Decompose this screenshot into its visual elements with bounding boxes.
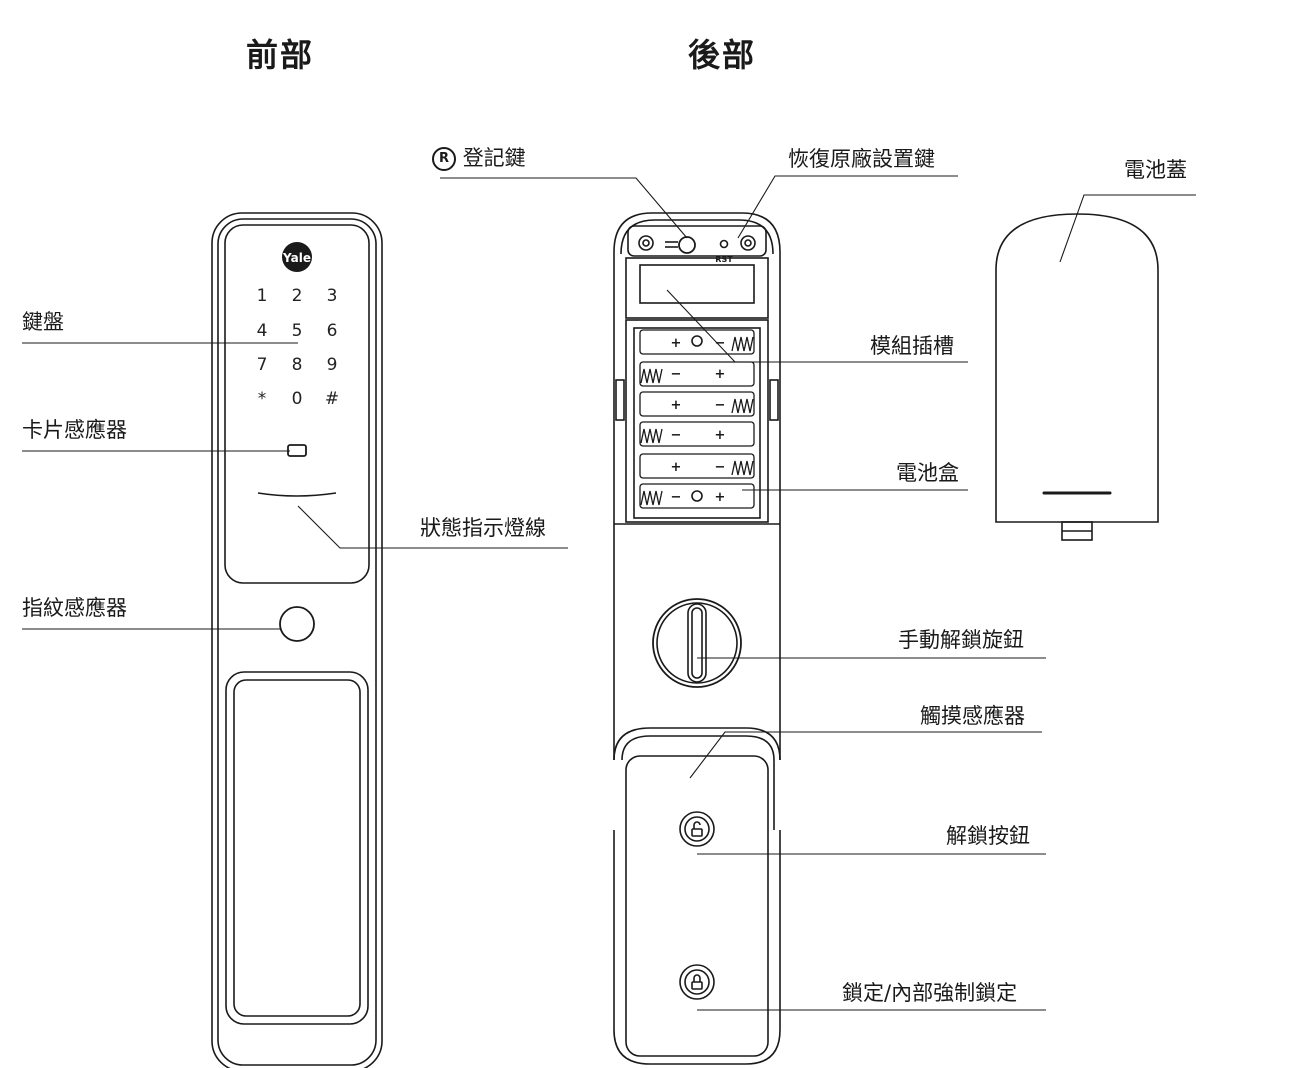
battery-polarity-mark: − — [715, 336, 726, 351]
keypad-key: 9 — [327, 355, 338, 375]
back-panel — [613, 212, 781, 1065]
keypad-key: 5 — [292, 321, 303, 341]
battery-cover-drawing — [995, 213, 1159, 541]
battery-polarity-mark: + — [715, 428, 726, 443]
keypad-key: 6 — [327, 321, 338, 341]
keypad: 1 2 3 4 5 6 7 8 9 * 0 # — [257, 286, 340, 409]
keypad-key: 7 — [257, 355, 268, 375]
register-symbol: R — [432, 147, 456, 171]
battery-polarity-mark: − — [671, 367, 682, 382]
yale-logo — [282, 242, 312, 272]
fingerprint-label: 指紋感應器 — [22, 596, 127, 620]
battery-cover-label: 電池蓋 — [1124, 158, 1187, 182]
manual-knob — [652, 598, 742, 688]
keypad-key: * — [258, 389, 267, 409]
battery-polarity-mark: − — [671, 428, 682, 443]
battery-polarity-mark: − — [671, 490, 682, 505]
lock-button-label: 鎖定/內部強制鎖定 — [842, 981, 1018, 1005]
leader-lines — [22, 175, 1196, 1011]
rst-text: RST — [715, 255, 733, 264]
keypad-key: # — [325, 389, 339, 409]
keypad-key: 4 — [257, 321, 268, 341]
brand-text: Yale — [282, 251, 311, 265]
battery-polarity-mark: + — [671, 336, 682, 351]
battery-polarity-mark: − — [715, 460, 726, 475]
manual-knob-label: 手動解鎖旋鈕 — [898, 628, 1024, 652]
keypad-label: 鍵盤 — [22, 310, 64, 334]
register-label: R 登記鍵 — [432, 147, 526, 171]
fingerprint-sensor — [279, 606, 315, 642]
keypad-key: 1 — [257, 286, 268, 306]
battery-polarity-mark: + — [671, 460, 682, 475]
battery-polarity-marks: + − − + + − − + + − − + — [671, 336, 726, 505]
keypad-key: 2 — [292, 286, 303, 306]
module-slot-label: 模組插槽 — [870, 334, 954, 358]
status-light-label: 狀態指示燈線 — [420, 516, 546, 540]
unlock-button-label: 解鎖按鈕 — [946, 824, 1030, 848]
keypad-key: 0 — [292, 389, 303, 409]
battery-box-label: 電池盒 — [896, 461, 959, 485]
battery-polarity-mark: − — [715, 398, 726, 413]
front-heading: 前部 — [246, 36, 315, 74]
battery-polarity-mark: + — [715, 490, 726, 505]
battery-polarity-mark: + — [715, 367, 726, 382]
keypad-key: 8 — [292, 355, 303, 375]
touch-sensor-label: 觸摸感應器 — [920, 704, 1025, 728]
battery-polarity-mark: + — [671, 398, 682, 413]
back-heading: 後部 — [688, 36, 757, 74]
keypad-key: 3 — [327, 286, 338, 306]
card-sensor-label: 卡片感應器 — [22, 418, 127, 442]
front-panel — [211, 212, 383, 1068]
factory-reset-label: 恢復原廠設置鍵 — [788, 147, 935, 171]
